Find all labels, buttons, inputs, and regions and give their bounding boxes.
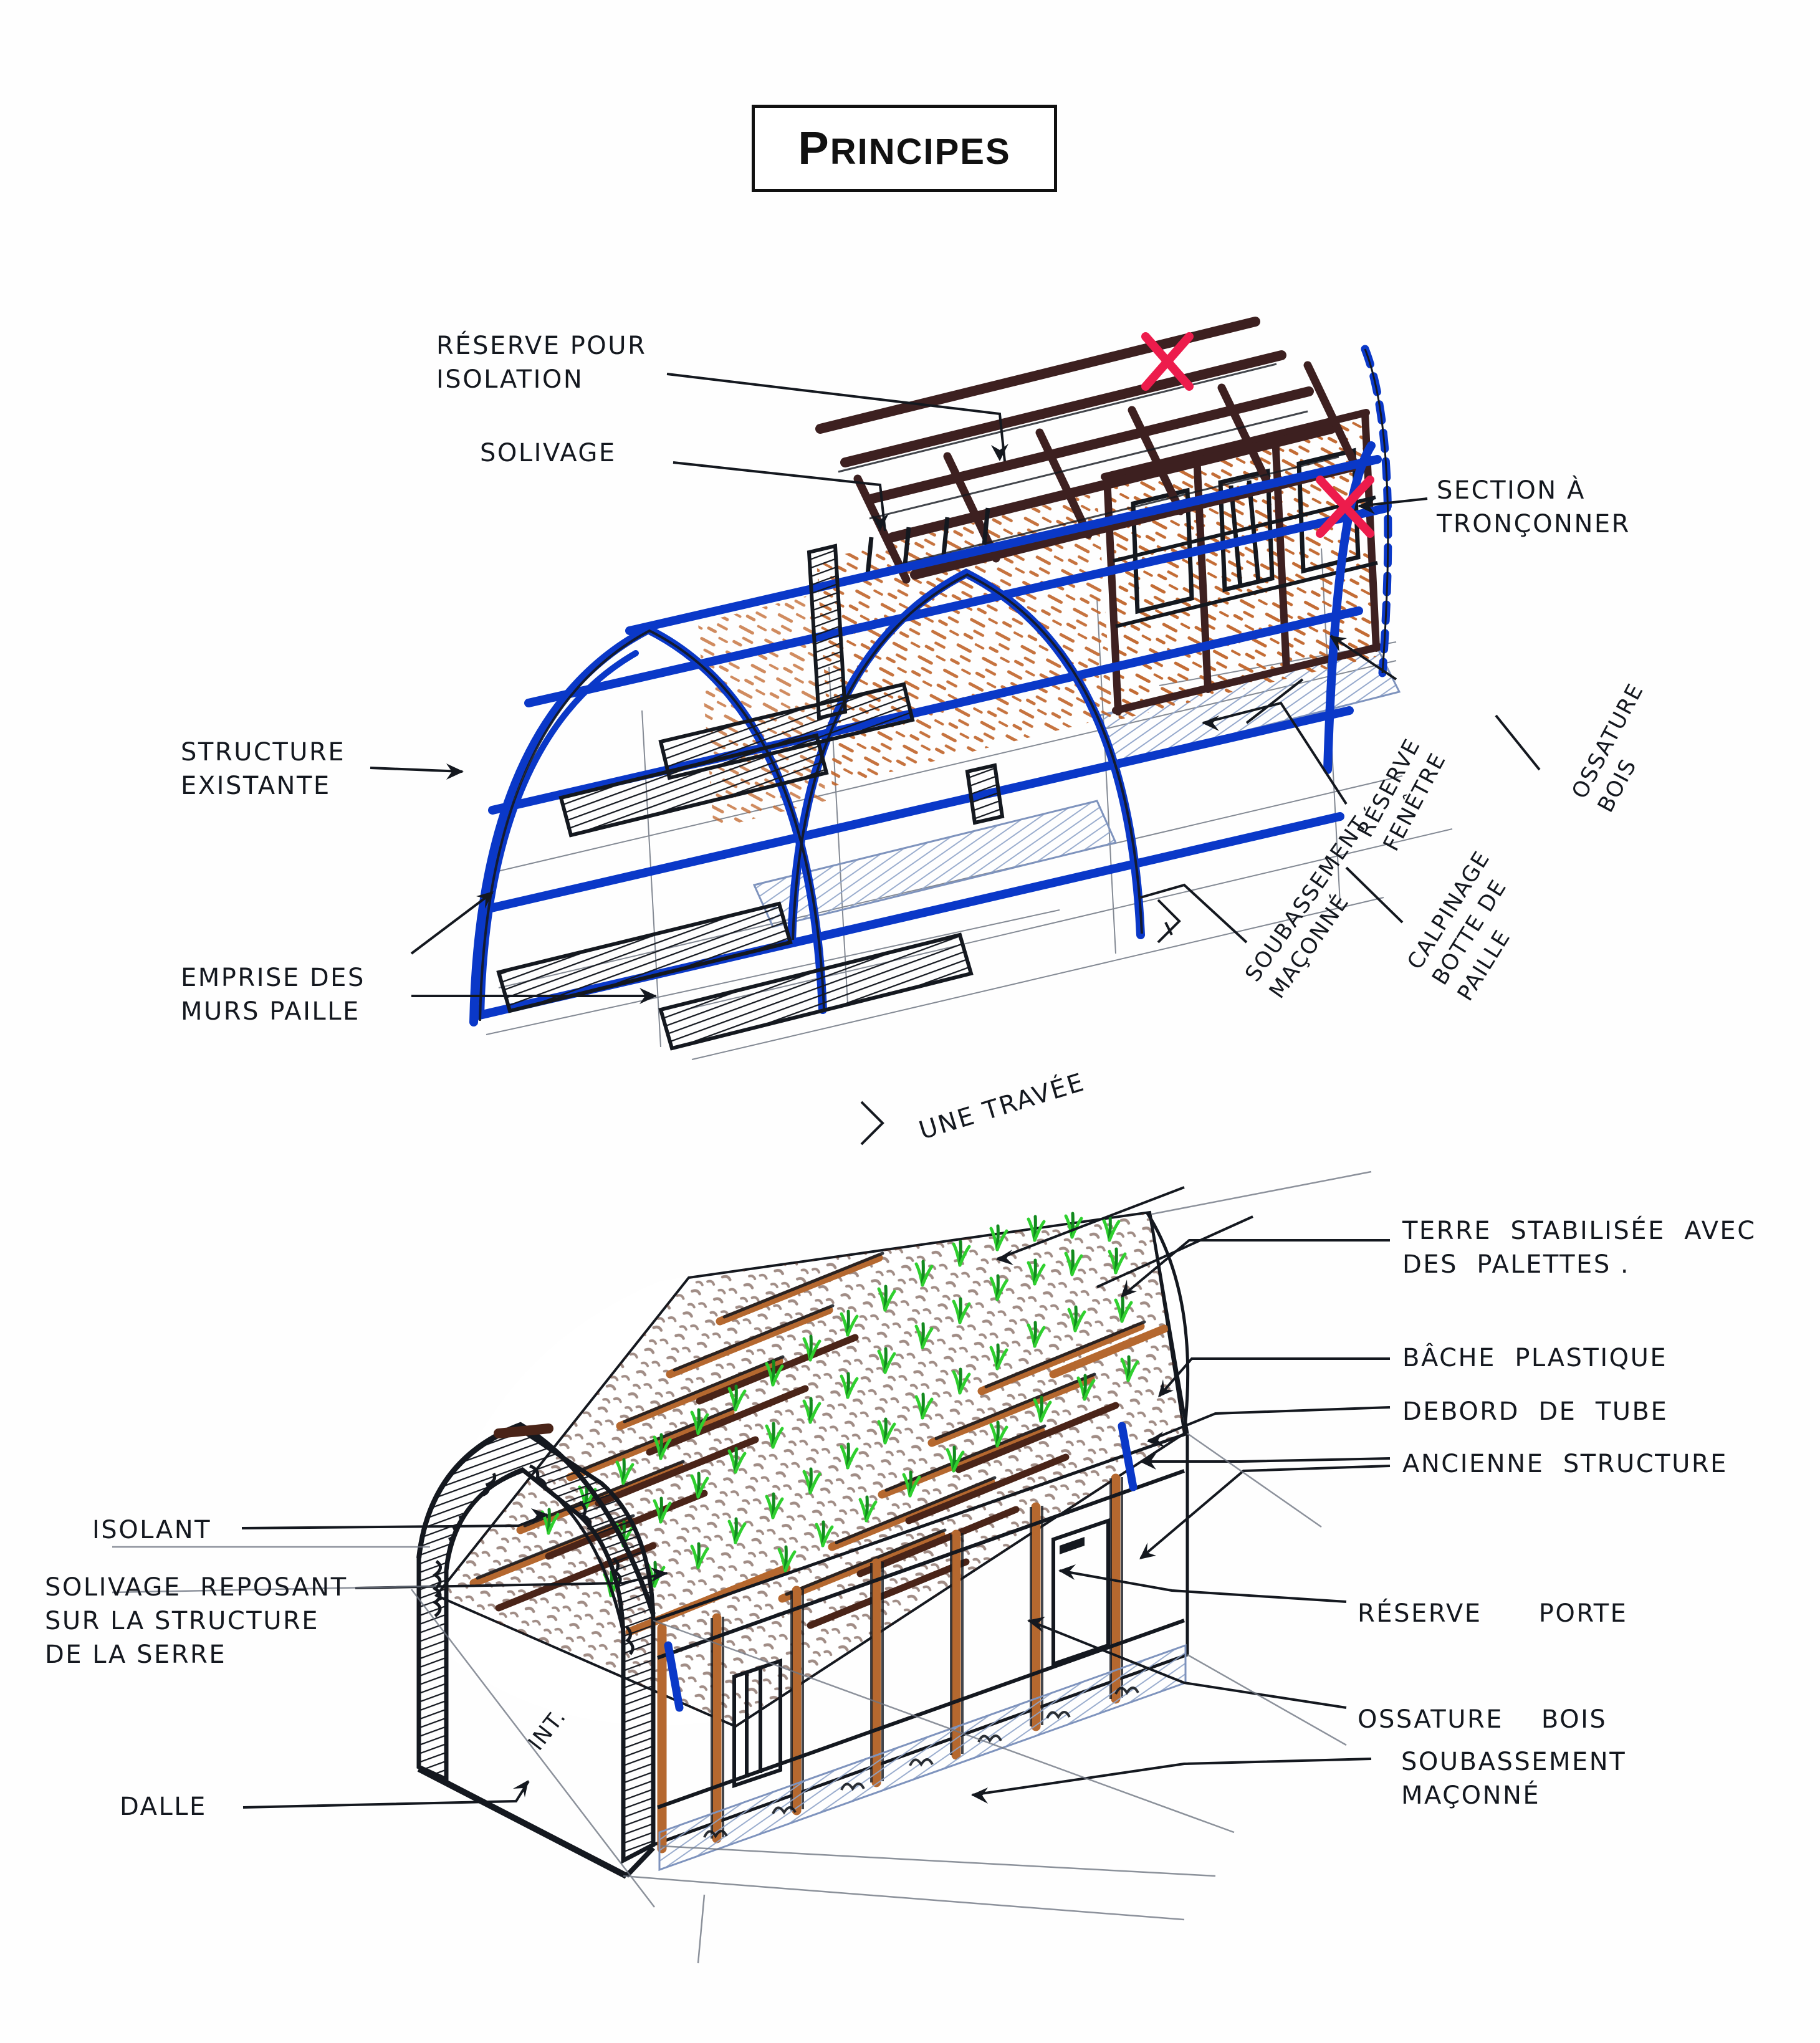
label-reserve-porte: RÉSERVE PORTE [1358, 1599, 1628, 1628]
page-title: PRINCIPES [798, 122, 1011, 174]
label-debord-de-tube: DEBORD DE TUBE [1402, 1397, 1669, 1426]
label-section-a-tronconner: SECTION À TRONÇONNER [1437, 476, 1631, 538]
label-emprise-murs-paille: EMPRISE DES MURS PAILLE [181, 964, 365, 1026]
red-cut-mark [1141, 332, 1374, 538]
label-bache-plastique: BÂCHE PLASTIQUE [1402, 1344, 1668, 1372]
label-solivage: SOLIVAGE [480, 439, 616, 467]
arch-end-section [416, 1422, 656, 1879]
label-ancienne-structure: ANCIENNE STRUCTURE [1402, 1450, 1728, 1478]
timber-posts [657, 1473, 1121, 1854]
label-reserve-isolation: RÉSERVE POUR ISOLATION [436, 332, 647, 394]
leader-lines-lower [241, 1186, 1391, 1809]
facade-window [732, 1658, 782, 1789]
page-title-box: PRINCIPES [752, 105, 1057, 192]
label-solivage-reposant: SOLIVAGE REPOSANT SUR LA STRUCTURE DE LA… [45, 1573, 348, 1669]
label-isolant: ISOLANT [92, 1516, 212, 1544]
label-structure-existante: STRUCTURE EXISTANTE [181, 738, 346, 800]
upper-isometric-sketch [370, 317, 1541, 1146]
label-dalle: DALLE [120, 1792, 207, 1821]
label-soubassement-maconne-lower: SOUBASSEMENT MAÇONNÉ [1401, 1748, 1627, 1810]
leader-lines-upper [370, 373, 1541, 1146]
tube-overhang [664, 1422, 1138, 1712]
lower-isometric-sketch [112, 1170, 1391, 1964]
label-terre-stabilisee: TERRE STABILISÉE AVEC DES PALETTES . [1402, 1217, 1756, 1279]
label-ossature-bois-lower: OSSATURE BOIS [1358, 1705, 1607, 1734]
door-reserve [1051, 1518, 1110, 1667]
